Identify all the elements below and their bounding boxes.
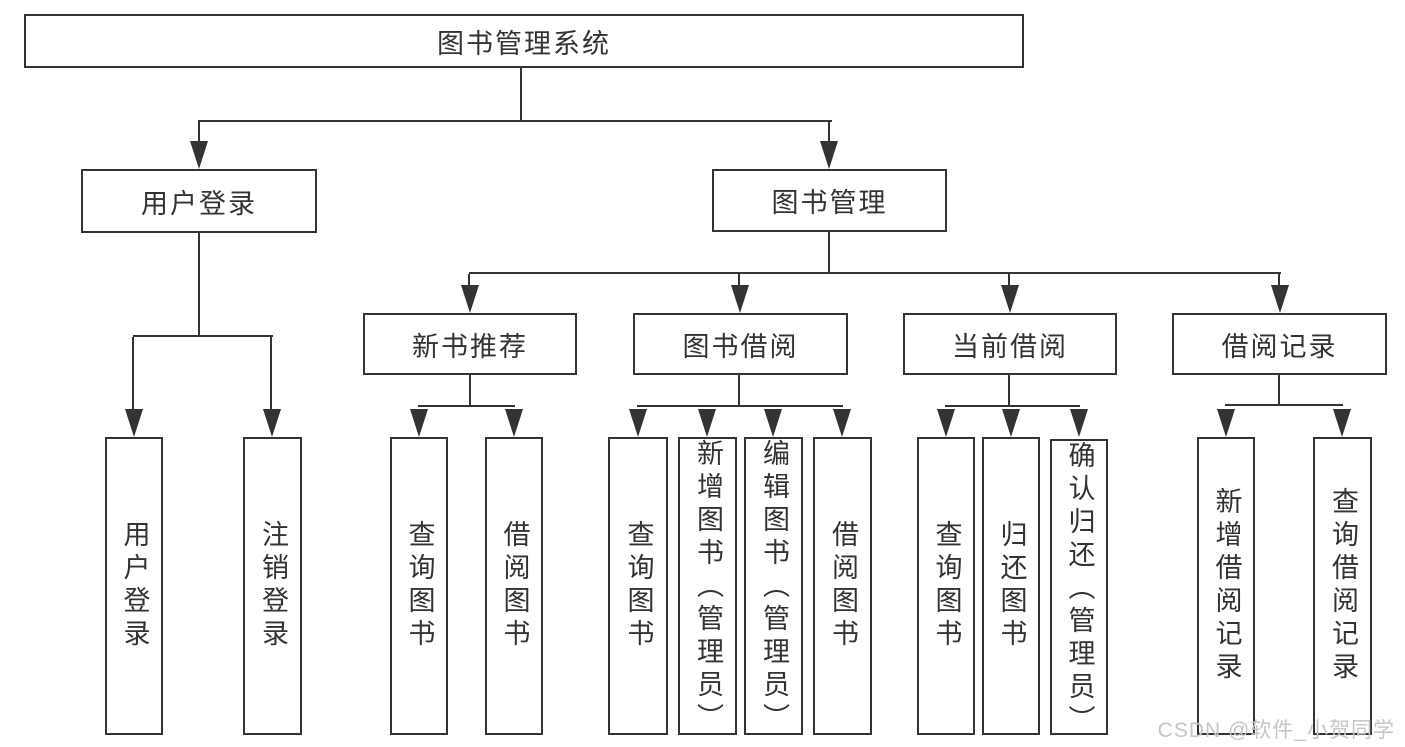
leaf-query-books-borrow-label: 查询图书 — [623, 520, 654, 652]
arrow-down-icon — [1333, 409, 1351, 437]
arrow-down-icon — [764, 409, 782, 437]
leaf-logout-label: 注销登录 — [258, 520, 288, 652]
leaf-query-borrow-record: 查询借阅记录 — [1313, 437, 1372, 735]
arrow-down-icon — [461, 285, 479, 313]
arrow-down-icon — [731, 285, 749, 313]
connector-recommend-hline — [418, 405, 515, 407]
arrow-down-icon — [505, 409, 523, 437]
arrow-down-icon — [1217, 409, 1235, 437]
leaf-confirm-return-admin-label: 确认归还（管理员） — [1064, 441, 1095, 738]
leaf-return-book: 归还图书 — [982, 437, 1040, 735]
leaf-logout: 注销登录 — [243, 437, 302, 735]
leaf-add-book-admin-label: 新增图书（管理员） — [693, 439, 723, 736]
connector-records-down — [1278, 375, 1280, 406]
connector-book-mgmt-down — [828, 232, 830, 274]
node-book-borrow: 图书借阅 — [633, 313, 848, 375]
node-user-login: 用户登录 — [81, 169, 317, 233]
leaf-query-books-current: 查询图书 — [917, 437, 975, 735]
arrow-down-icon — [1001, 285, 1019, 313]
leaf-user-login: 用户登录 — [105, 437, 163, 735]
node-borrow-records-label: 借阅记录 — [1221, 331, 1338, 362]
leaf-borrow-books-recommend: 借阅图书 — [485, 437, 543, 735]
arrow-down-icon — [629, 409, 647, 437]
node-book-management: 图书管理 — [712, 169, 947, 232]
connector-records-hline — [1225, 404, 1343, 406]
connector-level1-hline — [198, 120, 832, 122]
node-book-management-label: 图书管理 — [771, 188, 888, 218]
connector-leaf-stem — [270, 337, 272, 410]
leaf-query-books-borrow: 查询图书 — [608, 437, 668, 735]
connector-leaf-stem — [132, 337, 134, 410]
leaf-query-books-current-label: 查询图书 — [931, 520, 962, 652]
connector-user-login-hline — [133, 335, 273, 337]
connector-user-login-down — [198, 233, 200, 337]
leaf-borrow-books-borrow-label: 借阅图书 — [828, 520, 858, 652]
node-root: 图书管理系统 — [24, 14, 1024, 68]
connector-l2-stem — [1278, 274, 1280, 286]
leaf-query-borrow-record-label: 查询借阅记录 — [1328, 487, 1358, 685]
connector-current-hline — [945, 405, 1080, 407]
leaf-return-book-label: 归还图书 — [996, 520, 1027, 652]
arrow-down-icon — [698, 409, 716, 437]
connector-level2-hline — [469, 272, 1281, 274]
leaf-query-books-recommend: 查询图书 — [390, 437, 448, 735]
connector-user-login-stem — [198, 120, 200, 142]
connector-l2-stem — [738, 274, 740, 286]
arrow-down-icon — [263, 409, 281, 437]
connector-root-stem — [520, 68, 522, 122]
arrow-down-icon — [1271, 285, 1289, 313]
leaf-confirm-return-admin: 确认归还（管理员） — [1050, 439, 1108, 738]
arrow-down-icon — [190, 141, 208, 169]
connector-borrow-down — [738, 375, 740, 407]
leaf-add-book-admin: 新增图书（管理员） — [678, 437, 737, 736]
connector-l2-stem — [1008, 274, 1010, 286]
arrow-down-icon — [833, 409, 851, 437]
leaf-borrow-books-borrow: 借阅图书 — [813, 437, 872, 735]
leaf-edit-book-admin-label: 编辑图书（管理员） — [759, 439, 789, 736]
arrow-down-icon — [937, 409, 955, 437]
arrow-down-icon — [1070, 409, 1088, 437]
csdn-watermark: CSDN @软件_小贺同学 — [1157, 719, 1395, 742]
node-borrow-records: 借阅记录 — [1172, 313, 1387, 375]
leaf-add-borrow-record: 新增借阅记录 — [1197, 437, 1255, 735]
leaf-query-books-recommend-label: 查询图书 — [404, 520, 435, 652]
node-user-login-label: 用户登录 — [141, 188, 257, 219]
leaf-edit-book-admin: 编辑图书（管理员） — [744, 437, 803, 736]
leaf-user-login-label: 用户登录 — [119, 520, 150, 652]
node-new-book-recommend-label: 新书推荐 — [412, 331, 528, 362]
node-new-book-recommend: 新书推荐 — [363, 313, 577, 375]
leaf-borrow-books-recommend-label: 借阅图书 — [499, 520, 530, 652]
arrow-down-icon — [125, 409, 143, 437]
node-root-label: 图书管理系统 — [437, 28, 611, 59]
leaf-add-borrow-record-label: 新增借阅记录 — [1211, 487, 1242, 685]
node-current-borrow: 当前借阅 — [903, 313, 1117, 375]
connector-borrow-hline — [637, 405, 843, 407]
connector-l2-stem — [468, 274, 470, 286]
node-book-borrow-label: 图书借阅 — [682, 331, 799, 362]
node-current-borrow-label: 当前借阅 — [952, 331, 1068, 362]
connector-recommend-down — [469, 375, 471, 407]
arrow-down-icon — [410, 409, 428, 437]
connector-book-mgmt-stem — [828, 120, 830, 142]
arrow-down-icon — [1002, 409, 1020, 437]
connector-current-down — [1008, 375, 1010, 407]
arrow-down-icon — [820, 141, 838, 169]
